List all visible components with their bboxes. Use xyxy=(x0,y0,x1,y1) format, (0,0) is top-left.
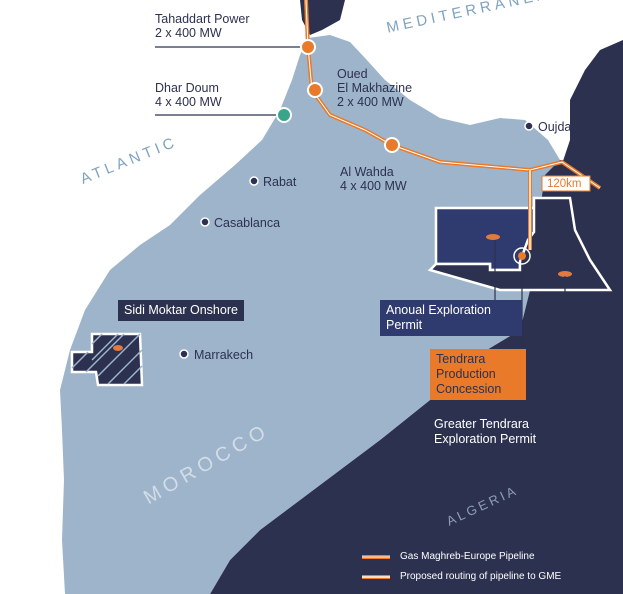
marrakech-label: Marrakech xyxy=(194,348,254,362)
rabat-label: Rabat xyxy=(263,175,297,189)
algeria-land-south xyxy=(210,160,623,594)
distance-label: 120km xyxy=(547,178,582,190)
legend-existing-label: Gas Maghreb-Europe Pipeline xyxy=(400,551,535,562)
morocco-land xyxy=(60,35,560,594)
algeria-land xyxy=(560,40,623,170)
city-dots xyxy=(179,121,534,359)
oujda-label: Oujda xyxy=(538,120,572,134)
legend-swatches xyxy=(362,555,390,579)
power-plant-markers xyxy=(276,39,400,153)
sidi-moktar-label: Sidi Moktar Onshore xyxy=(118,300,244,321)
legend-proposed-label: Proposed routing of pipeline to GME xyxy=(400,571,562,582)
spain-land xyxy=(300,0,345,35)
greater-tendrara-block xyxy=(427,196,613,292)
casablanca-label: Casablanca xyxy=(214,216,281,230)
